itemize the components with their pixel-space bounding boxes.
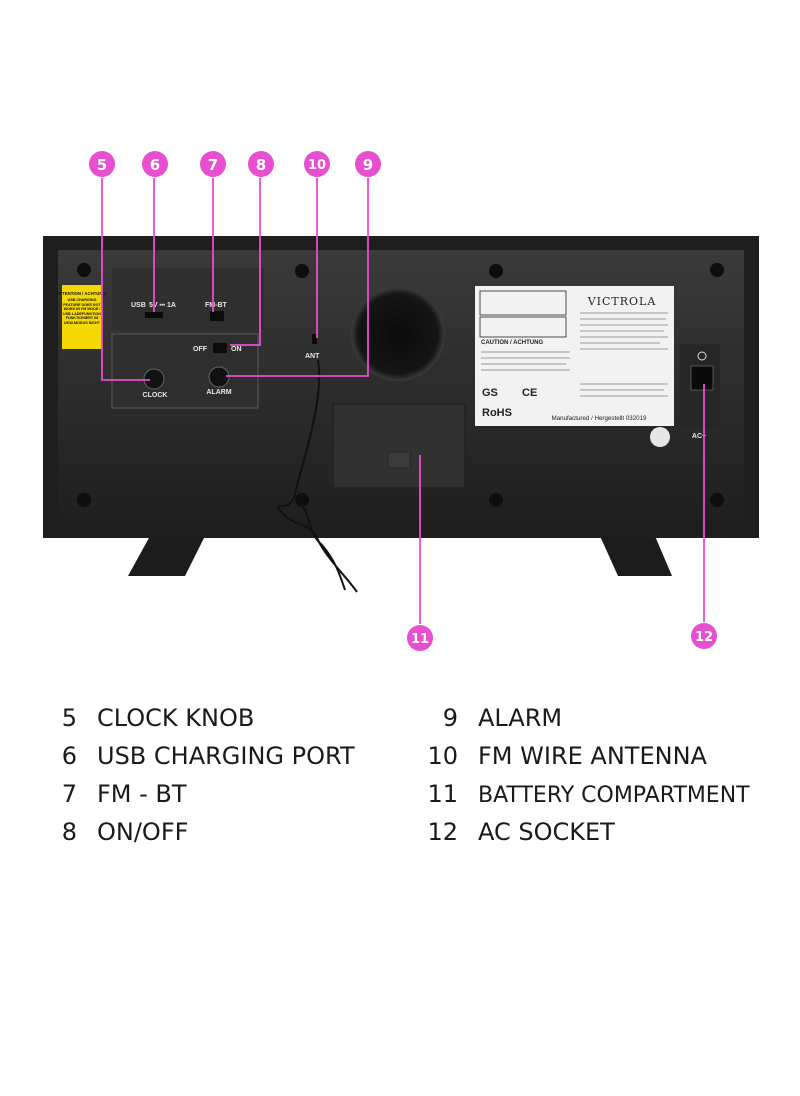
callout-markers: 5 6 7 8 10 9 11 12 [89,151,717,651]
callout-number: 6 [150,156,160,174]
legend-number: 10 [427,742,458,770]
legend-number: 7 [61,780,77,808]
warning-box-2 [479,316,567,338]
device-rear-diagram: ATTENTION / ACHTUNG: USB CHARGING FEATUR… [43,151,759,651]
callout-marker-10: 10 [304,151,330,177]
legend-number: 12 [427,818,458,846]
callout-marker-8: 8 [248,151,274,177]
legend-number: 11 [427,780,458,808]
legend-item: 12 AC SOCKET [418,818,615,846]
power-switch[interactable] [213,343,227,353]
callout-line-9 [226,178,369,377]
callout-marker-7: 7 [200,151,226,177]
legend-text: FM - BT [97,780,187,808]
legend-text: AC SOCKET [478,818,615,846]
callout-number: 10 [308,158,326,173]
brand-logo: VICTROLA [587,295,657,308]
screw [77,263,91,277]
ac-socket[interactable] [690,365,714,391]
alarm-label: ALARM [206,389,231,396]
ce-mark: CE [522,387,537,399]
panel-screws [77,263,724,507]
attention-sticker [62,285,102,349]
manufactured-date: Manufactured / Hergestellt 032019 [552,415,647,422]
callout-line-5 [101,178,150,381]
ant-label: ANT [305,353,320,360]
screw [710,493,724,507]
usb-label: USB [131,302,146,309]
legend-number: 8 [61,818,77,846]
callout-number: 5 [97,156,107,174]
warning-box-1 [479,290,567,316]
knob-panel [111,333,259,409]
legend-item: 11 BATTERY COMPARTMENT [418,780,750,808]
callout-number: 9 [363,156,373,174]
usb-rating: 5V ⎓ 1A [149,302,176,309]
callout-marker-12: 12 [691,623,717,649]
parts-legend: 5 CLOCK KNOB 6 USB CHARGING PORT 7 FM - … [0,690,800,890]
clock-knob[interactable] [143,368,165,390]
on-label: ON [231,346,242,353]
callout-marker-11: 11 [407,625,433,651]
attention-body: USB CHARGING FEATURE DOES NOT WORK IN FM… [63,298,101,325]
label-fine-print [481,312,668,397]
ac-label: AC~ [692,433,706,440]
legend-text: ALARM [478,704,563,732]
screw [489,493,503,507]
legend-text: USB CHARGING PORT [97,742,355,770]
legend-item: 7 FM - BT [55,780,187,808]
rating-label [475,286,674,426]
fmbt-switch[interactable] [210,311,224,321]
legend-number: 9 [442,704,458,732]
battery-latch [387,451,411,469]
legend-text: ON/OFF [97,818,189,846]
right-stand-foot [600,536,672,576]
power-symbol-icon [697,351,707,361]
clock-label: CLOCK [143,392,168,399]
callout-number: 12 [695,630,713,645]
callout-marker-5: 5 [89,151,115,177]
legend-item: 8 ON/OFF [55,818,189,846]
callout-lines [101,178,705,624]
callout-number: 7 [208,156,218,174]
callout-number: 8 [256,156,266,174]
left-stand-foot [128,536,205,576]
legend-item: 5 CLOCK KNOB [55,704,255,732]
caution-label: CAUTION / ACHTUNG [481,340,543,346]
legend-text: BATTERY COMPARTMENT [478,783,750,808]
callout-line-8 [230,178,261,346]
alarm-knob[interactable] [208,366,230,388]
fmbt-label: FM-BT [205,302,227,309]
gs-mark: GS [482,387,498,399]
battery-compartment[interactable] [332,403,466,489]
legend-text: FM WIRE ANTENNA [478,742,707,770]
usb-port[interactable] [145,312,163,318]
legend-number: 6 [61,742,77,770]
callout-marker-6: 6 [142,151,168,177]
legend-item: 10 FM WIRE ANTENNA [418,742,707,770]
legend-number: 5 [61,704,77,732]
legend-item: 6 USB CHARGING PORT [55,742,355,770]
legend-text: CLOCK KNOB [97,704,255,732]
attention-title: ATTENTION / ACHTUNG: [57,291,108,296]
fm-wire-antenna [277,359,358,593]
legend-item: 9 ALARM [418,704,562,732]
ports-recess [112,268,264,330]
round-sticker [650,427,670,447]
screw [710,263,724,277]
callout-number: 11 [411,632,429,647]
screw [77,493,91,507]
bass-reflex-port [351,287,445,381]
antenna-jack[interactable] [312,334,317,344]
rohs-mark: RoHS [482,407,512,419]
screw [295,493,309,507]
attention-body-box: USB CHARGING FEATURE DOES NOT WORK IN FM… [63,298,101,325]
callout-marker-9: 9 [355,151,381,177]
screw [489,264,503,278]
off-label: OFF [193,346,208,353]
screw [295,264,309,278]
